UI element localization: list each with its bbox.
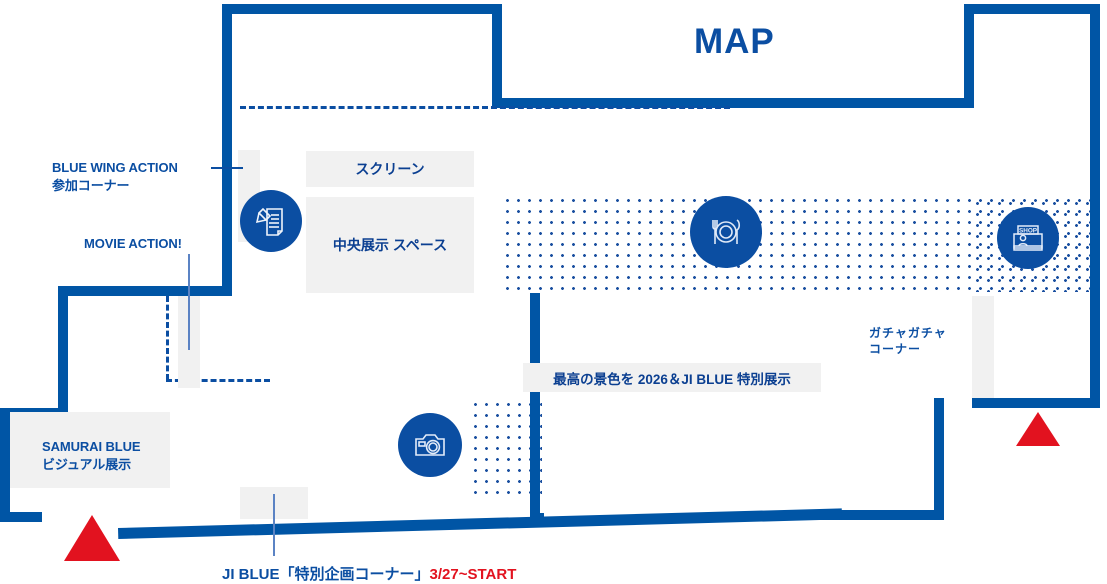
wall-upper-left — [222, 4, 232, 294]
room-block-samurai-blue — [10, 412, 170, 488]
restaurant-badge[interactable] — [690, 196, 762, 268]
shop-icon: SHOP — [1009, 219, 1047, 257]
room-central-exhibit-label: 中央展示 スペース — [332, 236, 448, 253]
room-central-exhibit[interactable] — [306, 197, 474, 293]
callout-blue-wing-action: BLUE WING ACTION 参加コーナー — [52, 160, 178, 193]
leader-movie-action — [188, 254, 190, 350]
wall-lower-middle-right — [530, 293, 540, 523]
caption-main: JI BLUE「特別企画コーナー」 — [222, 566, 430, 583]
dotted-zone-photo — [468, 397, 542, 497]
pill-special-exhibit[interactable]: 最高の景色を 2026＆JI BLUE 特別展示 — [523, 363, 821, 392]
document-pencil-icon — [254, 204, 288, 238]
divider-movie-bottom — [166, 379, 270, 382]
wall-right-outer — [1090, 4, 1100, 408]
divider-upper-hall — [240, 106, 730, 109]
callout-gachagacha: ガチャガチャ コーナー — [869, 326, 947, 357]
shop-badge[interactable]: SHOP — [997, 207, 1059, 269]
svg-text:SHOP: SHOP — [1019, 228, 1038, 235]
wall-left-riser — [58, 286, 68, 418]
wall-upper-right-riser — [964, 4, 974, 108]
wall-left-bottom-stub — [0, 512, 42, 522]
divider-movie-left — [166, 296, 169, 380]
callout-samurai-blue: SAMURAI BLUE ビジュアル展示 — [42, 439, 141, 472]
leader-ji-blue — [273, 494, 275, 556]
page-title: MAP — [694, 22, 775, 61]
wall-top-right — [964, 4, 1100, 14]
entrance-marker-right — [1016, 412, 1060, 446]
caption-ji-blue: JI BLUE「特別企画コーナー」3/27~START — [222, 563, 516, 584]
camera-icon — [412, 427, 448, 463]
wall-upper-long — [492, 98, 970, 108]
room-screen-label: スクリーン — [355, 160, 425, 177]
workshop-badge[interactable] — [240, 190, 302, 252]
caption-accent: 3/27~START — [429, 566, 517, 583]
wall-diagonal-bottom — [118, 508, 843, 539]
room-block-gacha — [972, 296, 994, 398]
wall-right-lower — [972, 398, 1100, 408]
entrance-marker-left — [64, 515, 120, 561]
wall-right-corridor-foot — [820, 510, 944, 520]
wall-left-outer — [0, 408, 10, 522]
camera-badge[interactable] — [398, 413, 462, 477]
wall-upper-top-left — [222, 4, 502, 14]
callout-movie-action: MOVIE ACTION! — [84, 236, 182, 251]
wall-chamber-right — [492, 4, 502, 108]
leader-blue-wing-action — [211, 167, 243, 169]
restaurant-icon — [706, 212, 746, 252]
wall-left-step-top — [58, 286, 232, 296]
wall-right-corridor — [934, 398, 944, 520]
room-screen[interactable] — [306, 151, 474, 187]
